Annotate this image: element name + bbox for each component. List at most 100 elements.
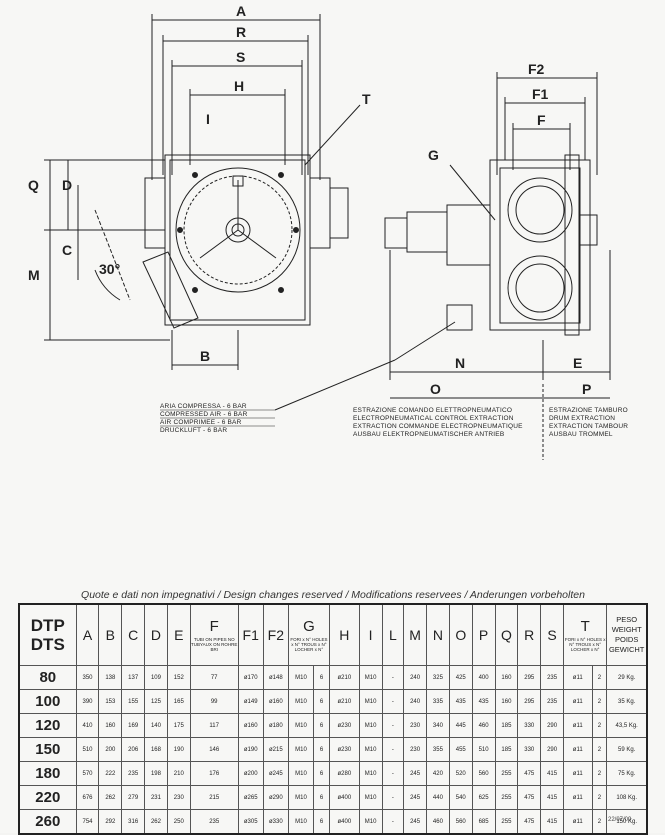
table-cell: 6 [313,713,330,738]
header-e: E [166,603,191,666]
table-cell: 330 [517,737,542,762]
table-cell: ø11 [562,737,593,762]
table-cell: ø265 [237,785,264,810]
table-cell: 230 [166,785,191,810]
table-cell: M10 [287,737,315,762]
p-note-fr: EXTRACTION TAMBOUR [549,423,628,430]
header-b: B [98,603,123,666]
table-cell: 290 [540,737,564,762]
table-cell: 2 [591,737,608,762]
table-cell: 390 [75,689,100,714]
dim-label-r: R [236,24,246,40]
table-cell: ø200 [237,761,264,786]
table-cell: - [381,809,405,835]
table-cell: 210 [166,761,191,786]
table-cell: 292 [98,809,123,835]
dim-label-b: B [200,348,210,364]
o-note-de: AUSBAU ELEKTROPNEUMATISCHER ANTRIEB [353,431,504,438]
table-cell: 29 Kg. [606,665,648,690]
table-cell: 77 [189,665,239,690]
header-q: Q [494,603,519,666]
table-cell: 510 [75,737,100,762]
table-cell: M10 [358,737,383,762]
table-cell: 6 [313,689,330,714]
table-cell: ø11 [562,665,593,690]
dim-label-f: F [537,112,546,128]
table-cell: ø11 [562,785,593,810]
table-cell: 2 [591,785,608,810]
header-n: N [426,603,450,666]
dim-label-n: N [455,355,465,371]
table-cell: 43,5 Kg. [606,713,648,738]
table-cell: 6 [313,665,330,690]
table-cell: ø148 [262,665,289,690]
table-cell: 475 [517,785,542,810]
table-cell: 540 [448,785,473,810]
header-m: M [403,603,428,666]
table-cell: M10 [287,761,315,786]
table-cell: ø149 [237,689,264,714]
table-cell: ø190 [237,737,264,762]
table-cell: 262 [144,809,168,835]
table-cell: - [381,761,405,786]
table-cell: 455 [448,737,473,762]
table-cell: 425 [448,665,473,690]
model-cell: 80 [18,665,77,690]
table-cell: 340 [426,713,450,738]
table-cell: 160 [494,665,519,690]
table-cell: 137 [121,665,146,690]
table-cell: 520 [448,761,473,786]
dim-label-i: I [206,111,210,127]
dim-label-g: G [428,147,439,163]
table-cell: 153 [98,689,123,714]
table-cell: M10 [358,785,383,810]
o-note-it: ESTRAZIONE COMANDO ELETTROPNEUMATICO [353,407,512,414]
table-cell: 108 Kg. [606,785,648,810]
table-cell: ø230 [329,713,360,738]
table-cell: ø290 [262,785,289,810]
table-cell: 240 [403,689,428,714]
p-note-en: DRUM EXTRACTION [549,415,615,422]
table-cell: ø170 [237,665,264,690]
table-cell: 445 [448,713,473,738]
table-cell: 330 [517,713,542,738]
model-cell: 180 [18,761,77,786]
header-f2: F2 [262,603,289,666]
table-cell: M10 [358,689,383,714]
table-cell: 420 [426,761,450,786]
o-note-fr: EXTRACTION COMMANDE ELECTROPNEUMATIQUE [353,423,523,430]
table-cell: M10 [287,785,315,810]
table-cell: M10 [358,665,383,690]
p-note-de: AUSBAU TROMMEL [549,431,613,438]
table-cell: 155 [121,689,146,714]
air-note-fr: AIR COMPRIMEE - 6 BAR [160,419,242,426]
header-s: S [540,603,564,666]
dim-label-p: P [582,381,591,397]
table-cell: 350 [75,665,100,690]
table-cell: ø210 [329,665,360,690]
table-cell: 6 [313,785,330,810]
table-cell: 435 [448,689,473,714]
table-cell: 175 [166,713,191,738]
table-cell: 235 [540,689,564,714]
table-cell: 754 [75,809,100,835]
table-cell: 6 [313,761,330,786]
table-cell: 215 [189,785,239,810]
table-cell: 279 [121,785,146,810]
table-cell: ø11 [562,809,593,835]
table-cell: ø245 [262,761,289,786]
table-cell: 75 Kg. [606,761,648,786]
table-cell: 440 [426,785,450,810]
table-cell: 138 [98,665,123,690]
table-cell: 510 [471,737,496,762]
table-cell: 140 [144,713,168,738]
table-cell: M10 [287,809,315,835]
